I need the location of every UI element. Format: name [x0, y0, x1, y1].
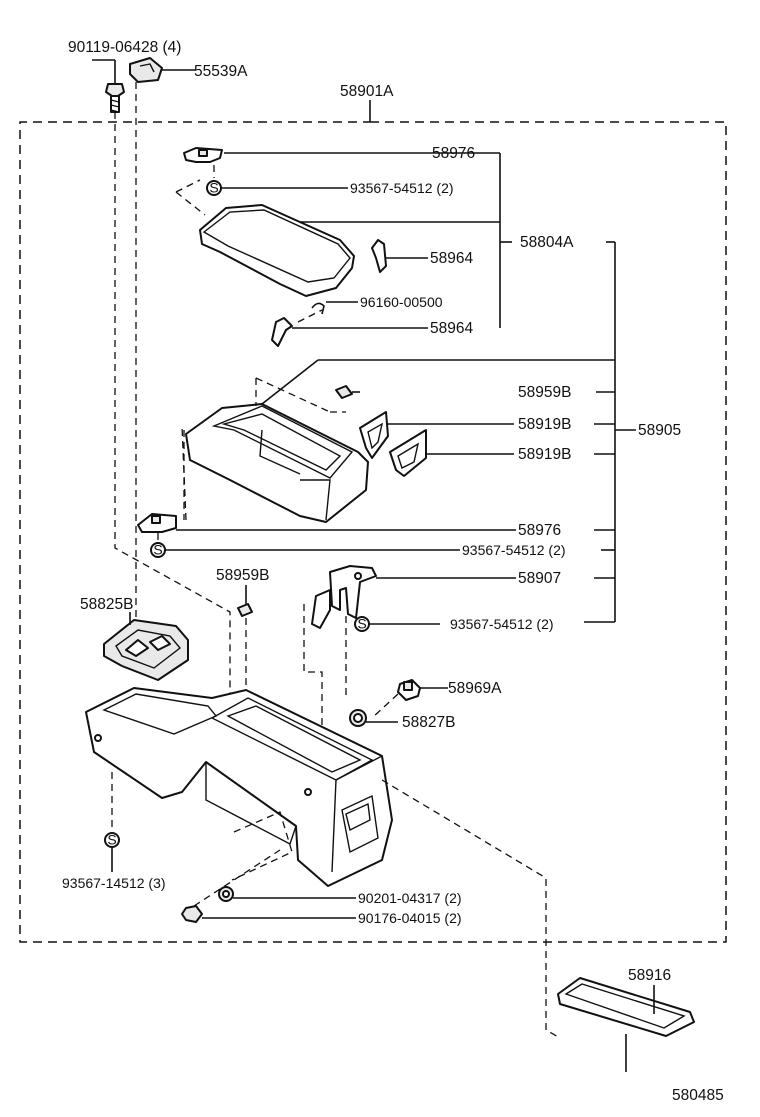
plate-2-part [389, 429, 427, 477]
label-ashtray: 58825B [80, 596, 133, 613]
svg-text:S: S [107, 832, 116, 848]
lid-part [199, 204, 355, 297]
label-screw-upper: 93567-54512 (2) [350, 180, 454, 196]
label-bracket-lower: 58976 [518, 522, 561, 539]
screw-mid-symbol: S [150, 542, 166, 558]
label-clip-top: 55539A [194, 63, 248, 80]
bolt-part [105, 83, 125, 113]
grommet-part [349, 709, 367, 727]
screw-lock-symbol: S [354, 616, 370, 632]
label-pad-lower: 58959B [216, 567, 269, 584]
pin-part [311, 302, 325, 315]
nut-2-part [181, 905, 203, 923]
part-labels: 90119-06428 (4) 55539A 58901A 58976 9356… [62, 39, 724, 1104]
console-body-part [85, 687, 393, 887]
label-lid-assembly: 58804A [520, 234, 574, 251]
hinge-left-part [271, 317, 293, 347]
assembly-boundary [19, 100, 727, 943]
nut-1-part [218, 886, 234, 902]
label-pin: 96160-00500 [360, 294, 443, 310]
label-screw-lock: 93567-54512 (2) [450, 616, 554, 632]
svg-text:S: S [209, 180, 218, 196]
bracket-lower-part [137, 513, 177, 533]
label-nut-1: 90201-04317 (2) [358, 890, 462, 906]
label-nut-2: 90176-04015 (2) [358, 910, 462, 926]
clip-part [129, 57, 163, 83]
label-plate-2: 58919B [518, 446, 571, 463]
label-screw-mid: 93567-54512 (2) [462, 542, 566, 558]
label-bracket-upper: 58976 [432, 145, 475, 162]
label-hinge-left: 58964 [430, 320, 473, 337]
mat-part [557, 977, 695, 1037]
figure-number: 580485 [672, 1087, 724, 1104]
label-box-assembly: 58905 [638, 422, 681, 439]
pad-lower-part [237, 603, 253, 617]
label-button: 58969A [448, 680, 502, 697]
label-screw-bottom: 93567-14512 (3) [62, 875, 166, 891]
label-bracket-lock: 58907 [518, 570, 561, 587]
label-pad-upper: 58959B [518, 384, 571, 401]
label-plate-1: 58919B [518, 416, 571, 433]
svg-text:S: S [357, 616, 366, 632]
label-mat: 58916 [628, 967, 671, 984]
screw-upper-symbol: S [206, 180, 222, 196]
label-hinge-right: 58964 [430, 250, 473, 267]
pad-upper-part [335, 385, 353, 399]
button-part [397, 679, 421, 701]
label-grommet: 58827B [402, 714, 455, 731]
plate-1-part [359, 411, 389, 459]
hinge-right-part [371, 239, 387, 273]
label-assembly: 58901A [340, 83, 394, 100]
bracket-lock-part [311, 565, 377, 629]
label-bolt-top: 90119-06428 (4) [68, 39, 181, 56]
screw-bottom-symbol: S [104, 832, 120, 848]
bracket-upper-part [183, 147, 223, 163]
ashtray-part [103, 619, 189, 681]
svg-text:S: S [153, 542, 162, 558]
box-part [185, 403, 369, 523]
